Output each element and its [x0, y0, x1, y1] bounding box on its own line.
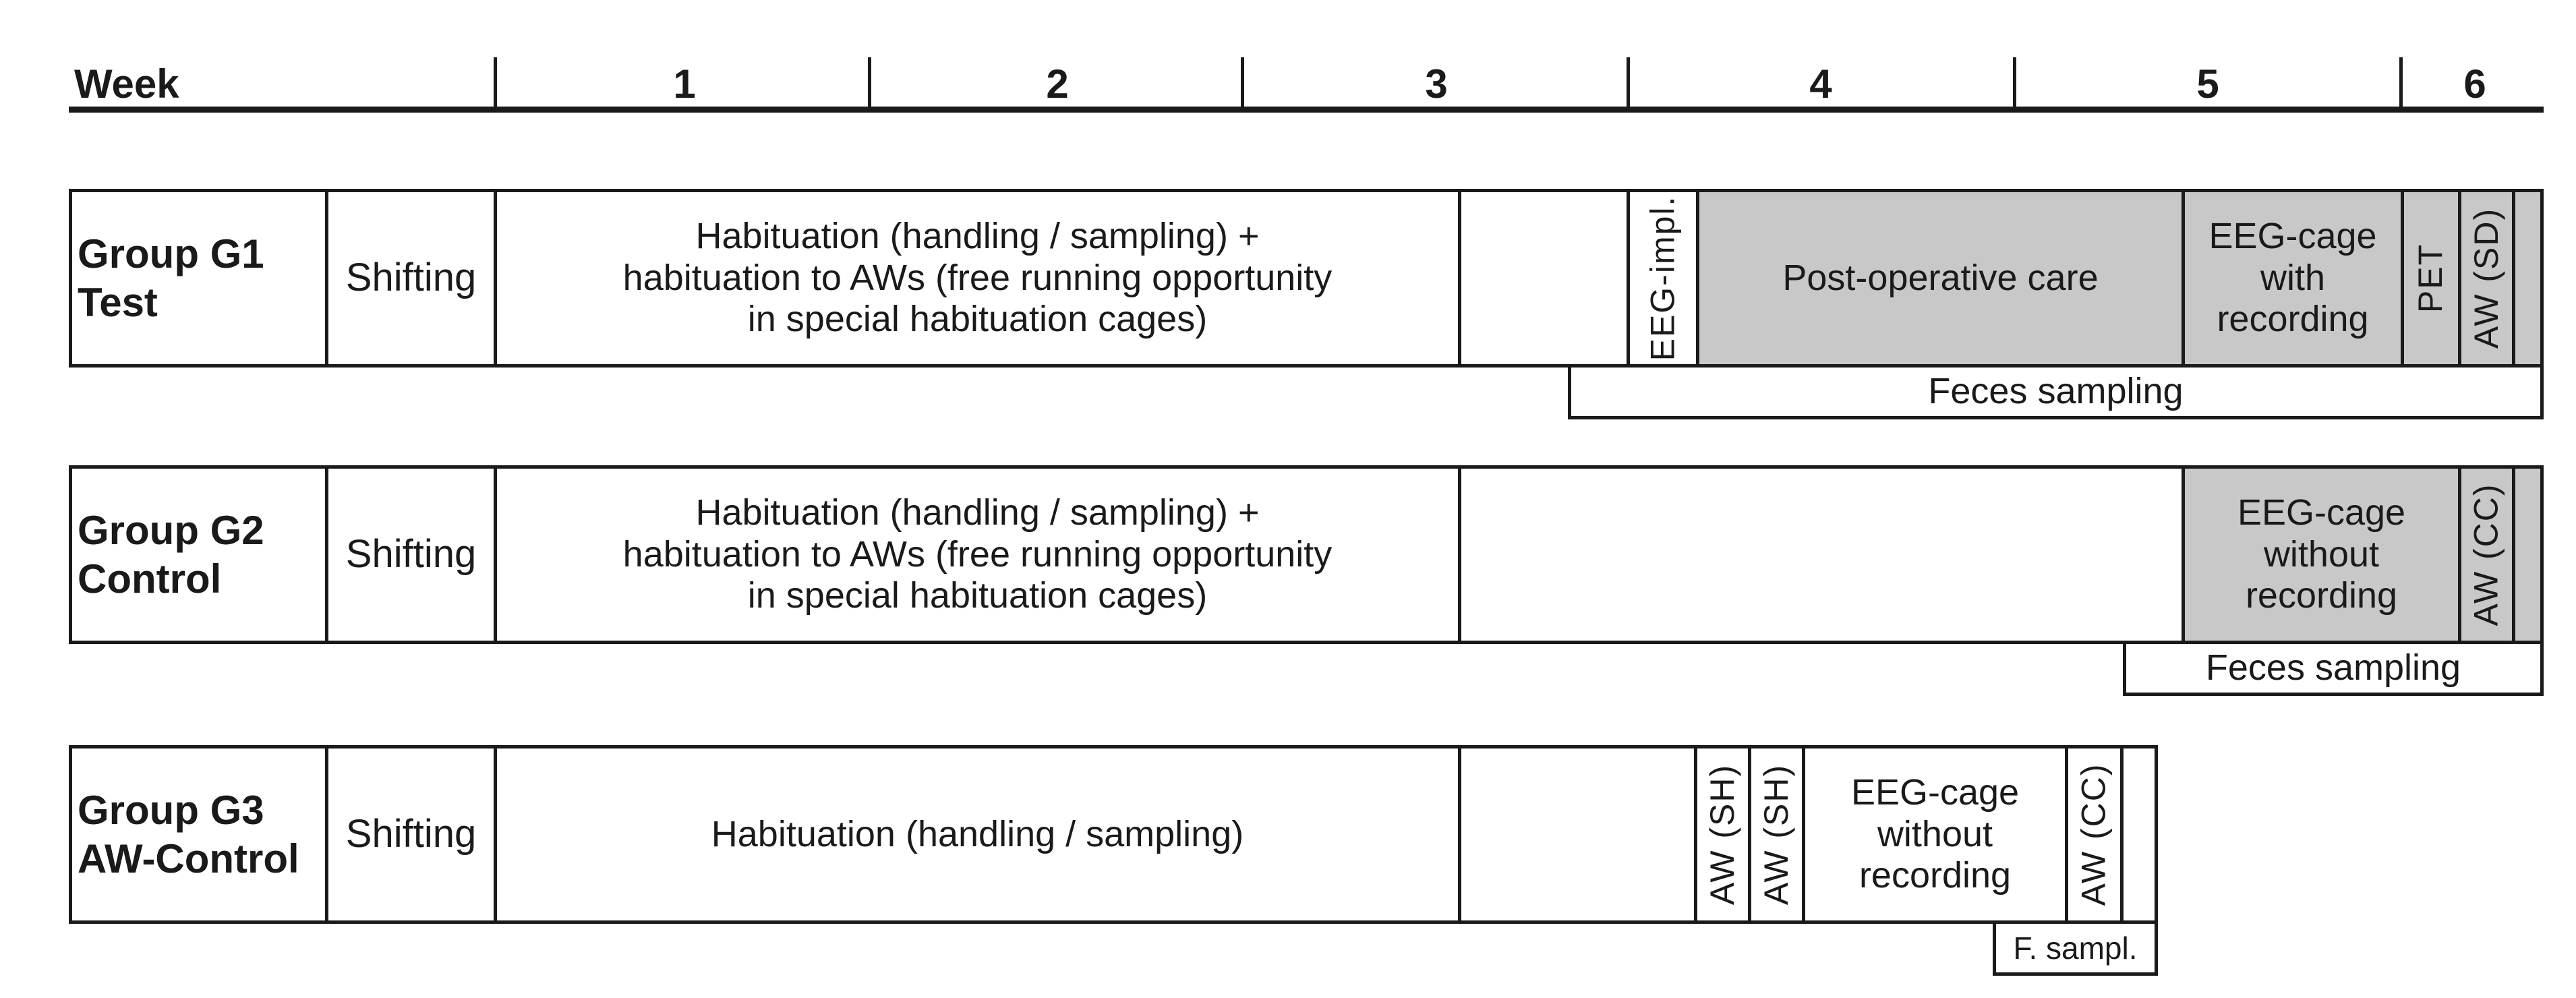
- group-g1-habituation: Habituation (handling / sampling) + habi…: [494, 189, 1461, 368]
- group-g1-gap: [1458, 189, 1630, 368]
- week-axis-line: [69, 107, 2544, 113]
- week-number: 4: [1809, 61, 1832, 107]
- group-g3-label: Group G3 AW-Control: [69, 745, 328, 924]
- group-g3-aw-sh-2: AW (SH): [1748, 745, 1805, 924]
- group-g1-aw: AW (SD): [2458, 189, 2515, 368]
- week-number: 2: [1046, 61, 1069, 107]
- group-g3-aw: AW (CC): [2065, 745, 2124, 924]
- group-g3-habituation: Habituation (handling / sampling): [494, 745, 1461, 924]
- group-g1-postop-care: Post-operative care: [1696, 189, 2185, 368]
- group-g2-gap: [1458, 465, 2185, 644]
- group-g3-end-block: [2120, 745, 2158, 924]
- week-tick: [2013, 57, 2016, 110]
- week-tick: [868, 57, 871, 110]
- group-g1-label: Group G1 Test: [69, 189, 328, 368]
- group-g2-habituation: Habituation (handling / sampling) + habi…: [494, 465, 1461, 644]
- group-g1-eeg-implantation: EEG-impl.: [1627, 189, 1699, 368]
- group-g1-shifting: Shifting: [325, 189, 497, 368]
- week-tick: [494, 57, 497, 110]
- group-g1-pet: PET: [2401, 189, 2461, 368]
- group-g2-label: Group G2 Control: [69, 465, 328, 644]
- group-g3-aw-sh-1: AW (SH): [1694, 745, 1751, 924]
- group-g3-feces-sampling: F. sampl.: [1993, 920, 2158, 976]
- group-g1-feces-sampling: Feces sampling: [1568, 364, 2544, 419]
- week-tick: [1627, 57, 1630, 110]
- week-tick: [2399, 57, 2403, 110]
- week-number: 1: [673, 61, 696, 107]
- group-g2-eeg-cage: EEG-cage without recording: [2182, 465, 2461, 644]
- group-g2-feces-sampling: Feces sampling: [2123, 641, 2544, 696]
- group-g3-gap: [1458, 745, 1697, 924]
- week-number: 5: [2196, 61, 2219, 107]
- group-g1-eeg-cage: EEG-cage with recording: [2182, 189, 2404, 368]
- group-g3-eeg-cage: EEG-cage without recording: [1802, 745, 2068, 924]
- week-header-label: Week: [74, 61, 179, 107]
- group-g3-shifting: Shifting: [325, 745, 497, 924]
- group-g2-shifting: Shifting: [325, 465, 497, 644]
- week-number: 6: [2463, 61, 2486, 107]
- week-number: 3: [1425, 61, 1448, 107]
- group-g2-aw: AW (CC): [2458, 465, 2515, 644]
- group-g1-end-block: [2512, 189, 2544, 368]
- group-g2-end-block: [2512, 465, 2544, 644]
- week-tick: [1241, 57, 1244, 110]
